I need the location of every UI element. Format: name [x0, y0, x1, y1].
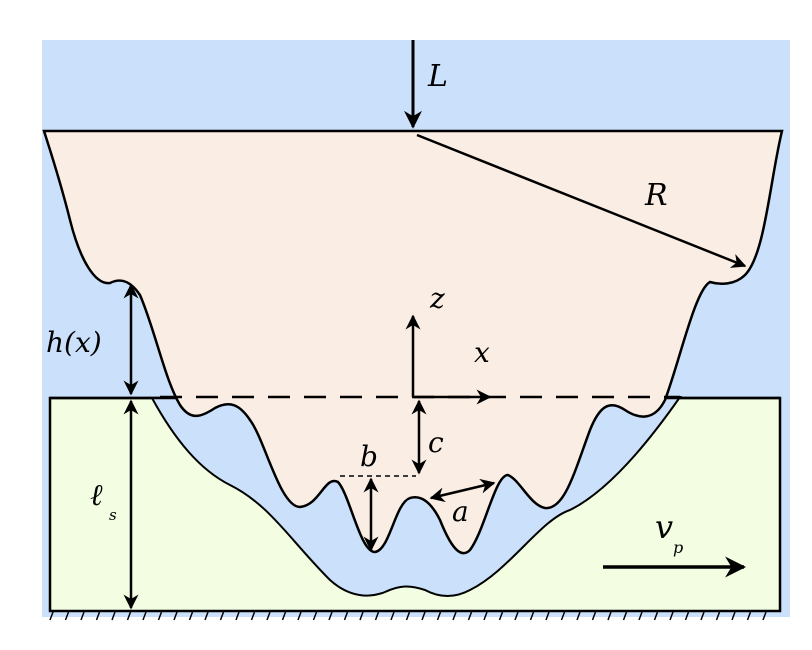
hatch-mark: [467, 611, 473, 621]
hatch-mark: [591, 611, 597, 621]
layer-thickness-subscript: s: [109, 506, 117, 524]
hatch-mark: [421, 611, 426, 621]
hatch-mark: [328, 611, 333, 621]
b-label: b: [360, 440, 378, 473]
ground-hatching: [49, 611, 767, 621]
hatch-mark: [359, 611, 364, 621]
radius-arrow: [416, 133, 747, 268]
hatch-mark: [700, 611, 705, 621]
hatch-mark: [653, 611, 659, 621]
hatch-mark: [219, 611, 225, 621]
radius-label: R: [644, 178, 668, 213]
hatch-mark: [80, 611, 85, 621]
hatch-mark: [297, 611, 302, 621]
velocity-label: v: [655, 508, 673, 546]
hatch-mark: [111, 611, 116, 621]
hatch-mark: [762, 611, 767, 621]
hatch-mark: [746, 611, 752, 621]
hatch-mark: [560, 611, 566, 621]
x-axis-label: x: [474, 336, 490, 369]
hatch-mark: [250, 611, 256, 621]
z-axis-label: z: [429, 282, 445, 315]
hatch-mark: [715, 611, 721, 621]
hatch-mark: [64, 611, 70, 621]
hatch-mark: [545, 611, 550, 621]
a-dimension-arrow: [429, 478, 496, 503]
hatch-mark: [483, 611, 488, 621]
velocity-subscript: p: [673, 538, 683, 557]
layer-thickness-label: ℓ: [90, 478, 103, 513]
hatch-mark: [173, 611, 178, 621]
hatch-mark: [374, 611, 380, 621]
hatch-mark: [312, 611, 318, 621]
hatch-mark: [436, 611, 442, 621]
hatch-mark: [343, 611, 349, 621]
hatch-mark: [669, 611, 674, 621]
hatch-mark: [204, 611, 209, 621]
hatch-mark: [95, 611, 101, 621]
hatch-mark: [126, 611, 132, 621]
hatch-mark: [390, 611, 395, 621]
hatch-mark: [638, 611, 643, 621]
hatch-mark: [281, 611, 287, 621]
hatch-mark: [49, 611, 54, 621]
hatch-mark: [157, 611, 163, 621]
gap-height-label: h(x): [46, 326, 102, 359]
hatch-mark: [452, 611, 457, 621]
a-label: a: [452, 495, 469, 528]
hatch-mark: [529, 611, 535, 621]
hatch-mark: [622, 611, 628, 621]
hatch-mark: [142, 611, 147, 621]
hatch-mark: [405, 611, 411, 621]
hatch-mark: [188, 611, 194, 621]
hatch-mark: [235, 611, 240, 621]
load-label: L: [427, 59, 448, 94]
hatch-mark: [498, 611, 504, 621]
hatch-mark: [731, 611, 736, 621]
hatch-mark: [514, 611, 519, 621]
hatch-mark: [576, 611, 581, 621]
hatch-mark: [684, 611, 690, 621]
hatch-mark: [607, 611, 612, 621]
c-label: c: [428, 426, 444, 459]
hatch-mark: [266, 611, 271, 621]
